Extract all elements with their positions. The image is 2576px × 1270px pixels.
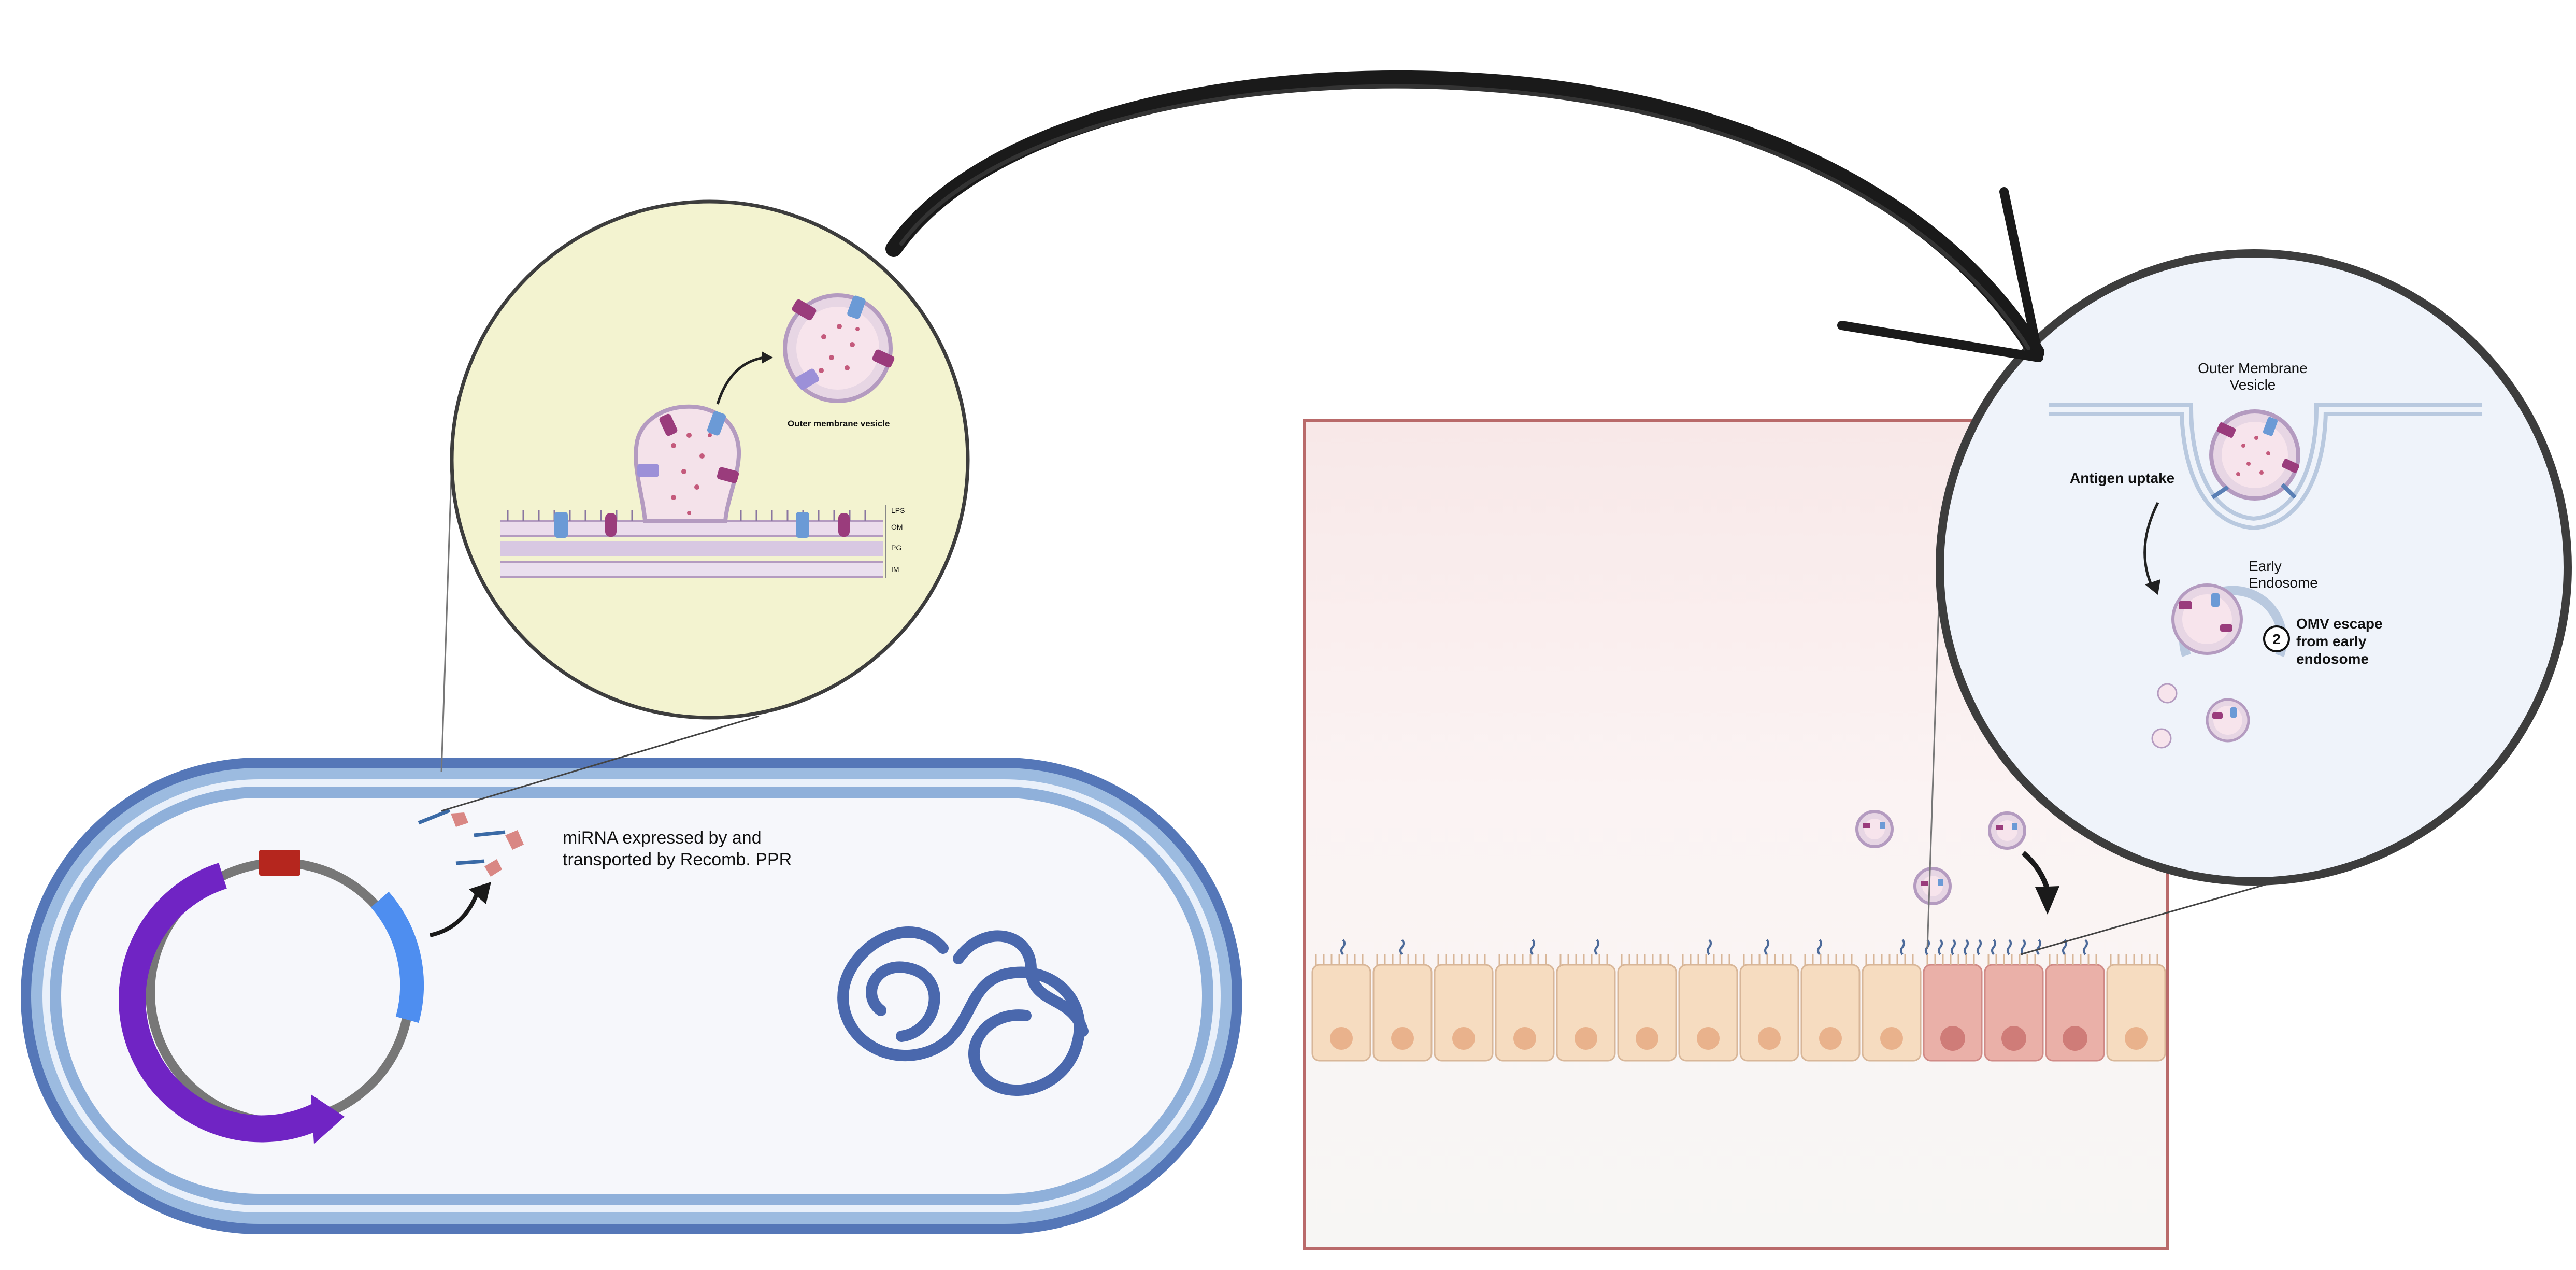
epithelium-panel xyxy=(1303,419,2169,1250)
antigen-uptake-label: Antigen uptake xyxy=(2070,470,2174,486)
arrowhead-icon xyxy=(2035,886,2059,915)
layer-label-lps: LPS xyxy=(891,506,905,515)
escape-label-line3: endosome xyxy=(2296,651,2369,667)
early-endosome-label-line2: Endosome xyxy=(2249,575,2318,591)
peptidoglycan-layer xyxy=(500,541,883,556)
omv-budding-inset: Outer membrane vesicle LPS OM PG IM xyxy=(450,199,970,720)
escape-label-line1: OMV escape xyxy=(2296,616,2383,632)
mirna-label-line2: transported by Recomb. PPR xyxy=(563,850,792,869)
membrane-protein xyxy=(838,513,850,537)
zoom-line xyxy=(440,460,453,773)
omv-right-label-line2: Vesicle xyxy=(2230,377,2276,393)
escape-label-line2: from early xyxy=(2296,633,2367,649)
early-endosome-label-line1: Early xyxy=(2249,558,2282,574)
step-badge xyxy=(2263,625,2290,652)
zoom-line xyxy=(441,715,760,812)
layer-label-om: OM xyxy=(891,523,903,531)
membrane-protein xyxy=(605,513,617,537)
step-number: 2 xyxy=(2272,631,2281,647)
zoom-line xyxy=(2020,879,2283,955)
tissue-vesicles xyxy=(1855,810,2026,905)
membrane-protein xyxy=(554,512,568,538)
bacterium-cytoplasm xyxy=(61,798,1202,1194)
inner-membrane-layer xyxy=(500,562,883,577)
omv-right-label-line1: Outer Membrane xyxy=(2198,360,2308,376)
layer-label-pg: PG xyxy=(891,544,901,552)
mirna-label-line1: miRNA expressed by and xyxy=(563,828,762,848)
plasmid-icon xyxy=(119,850,491,1144)
mirna-icon xyxy=(418,808,524,877)
membrane-protein xyxy=(796,512,809,538)
omv-inset-title: Outer membrane vesicle xyxy=(788,419,890,429)
curved-arrow-icon xyxy=(885,70,2044,362)
zoom-line xyxy=(1926,559,1941,950)
uptake-arrow-icon xyxy=(2143,502,2159,589)
layer-label-im: IM xyxy=(891,565,899,574)
chromosome-icon xyxy=(837,926,1089,1096)
epithelial-cell-row xyxy=(1311,939,2166,1062)
antigen-uptake-inset: Outer Membrane Vesicle Antigen uptake Ea… xyxy=(1936,249,2572,886)
